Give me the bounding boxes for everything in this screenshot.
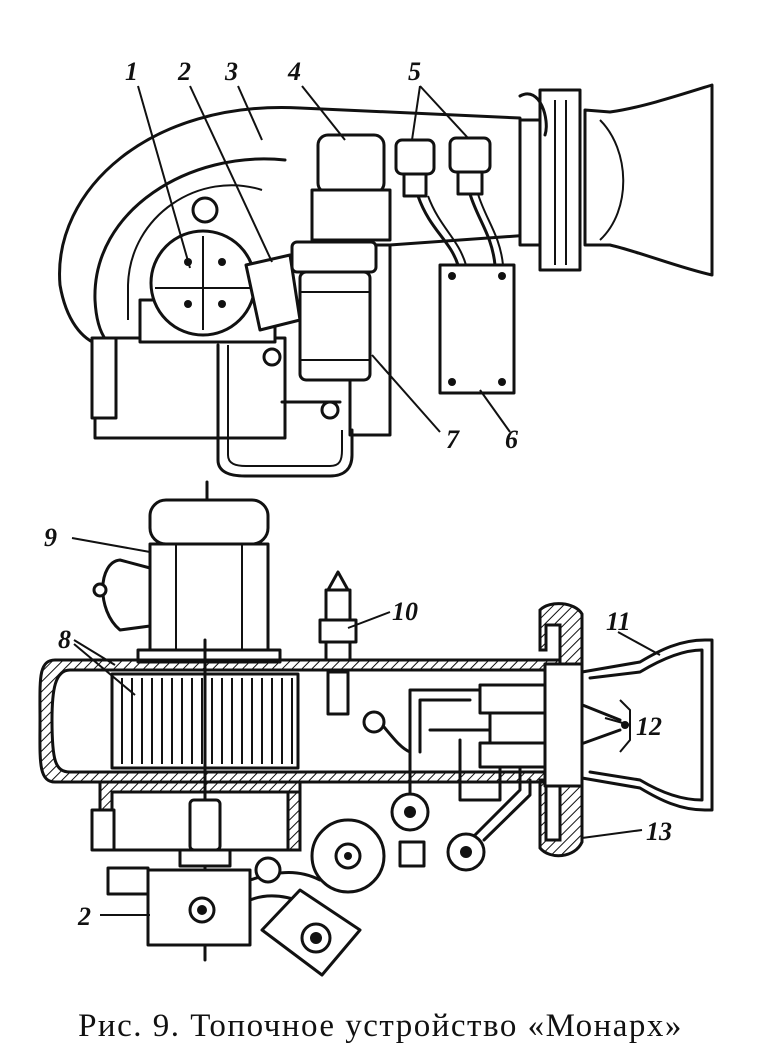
burner-technical-drawing: 1 2 3 4 5 7 6 (38, 57, 714, 977)
callout-10: 10 (392, 597, 418, 626)
callout-9: 9 (44, 523, 57, 552)
top-view-burner-exterior (58, 83, 714, 478)
callout-8: 8 (58, 625, 71, 654)
bottom-view-callouts: 9 8 10 11 12 13 2 (44, 523, 672, 931)
callout-1: 1 (125, 57, 138, 86)
top-view-callouts: 1 2 3 4 5 7 6 (125, 57, 518, 454)
callout-13: 13 (646, 817, 672, 846)
callout-2: 2 (177, 57, 191, 86)
callout-6: 6 (505, 425, 518, 454)
callout-5: 5 (408, 57, 421, 86)
callout-11: 11 (606, 607, 631, 636)
callout-7: 7 (446, 425, 460, 454)
callout-12: 12 (636, 712, 662, 741)
callout-2b: 2 (77, 902, 91, 931)
figure-caption: Рис. 9. Топочное устройство «Монарх» (78, 1008, 683, 1044)
callout-3: 3 (224, 57, 238, 86)
bottom-view-burner-section (38, 480, 714, 977)
callout-4: 4 (287, 57, 301, 86)
